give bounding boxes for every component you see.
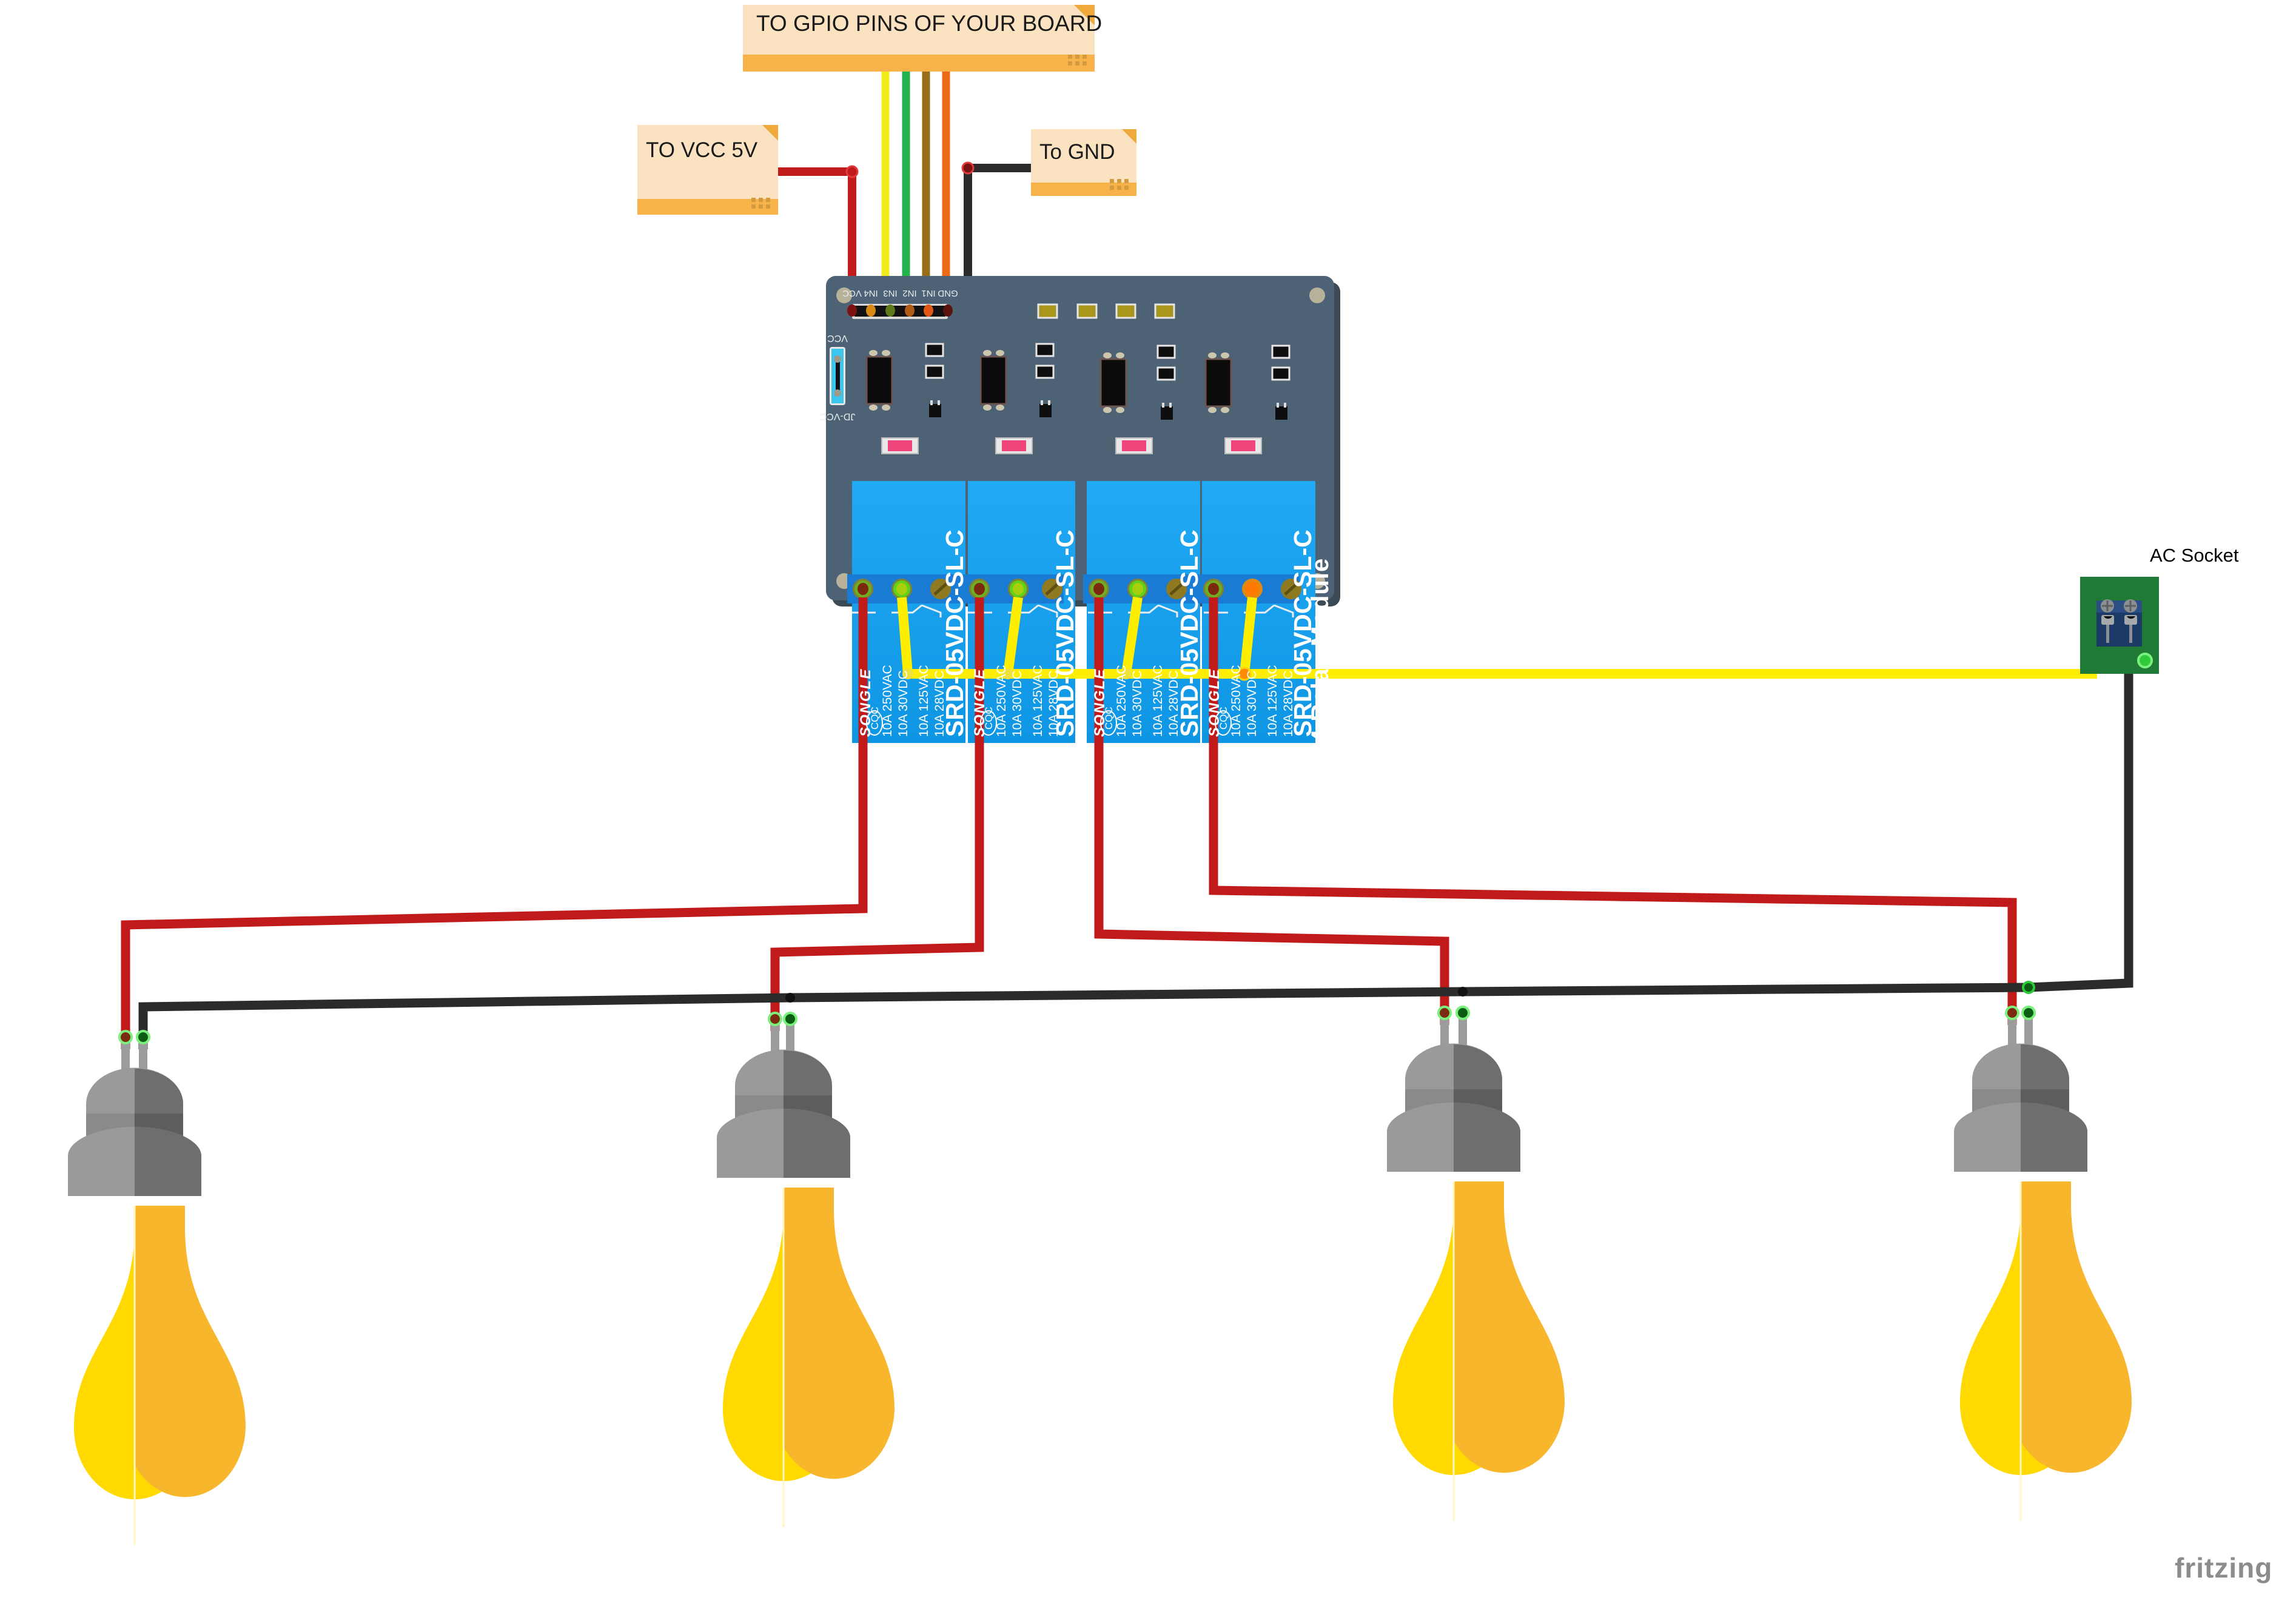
- note-corner-fold: [1122, 129, 1136, 144]
- note-vcc-text: TO VCC 5V: [646, 138, 758, 162]
- svg-text:10A 30VDC: 10A 30VDC: [1245, 670, 1259, 737]
- relay-output-terminals[interactable]: [847, 574, 1301, 603]
- note-gnd[interactable]: To GND: [1031, 129, 1136, 196]
- relay-silkscreen: SONGLE 10A 250VAC 10A 30VDC 10A 125VAC 1…: [858, 529, 1334, 743]
- note-gpio[interactable]: TO GPIO PINS OF YOUR BOARD: [743, 5, 1103, 72]
- note-grip-dots: [1110, 179, 1130, 193]
- black-neutral-bus: [138, 674, 2133, 1049]
- svg-text:4 Relay Module: 4 Relay Module: [1307, 558, 1334, 743]
- svg-text:10A 30VDC: 10A 30VDC: [896, 670, 910, 737]
- svg-text:10A 28VDC: 10A 28VDC: [1167, 670, 1181, 737]
- note-footer: [743, 55, 1095, 72]
- note-grip-dots: [1068, 55, 1089, 69]
- note-vcc[interactable]: TO VCC 5V: [637, 125, 778, 215]
- note-grip-dots: [751, 198, 772, 212]
- bulb-2[interactable]: [717, 1012, 895, 1527]
- svg-text:CQC: CQC: [983, 707, 995, 730]
- svg-text:10A 250VAC: 10A 250VAC: [881, 665, 895, 737]
- svg-text:10A 250VAC: 10A 250VAC: [1115, 665, 1129, 737]
- gnd-wire: [961, 161, 1031, 304]
- svg-text:CQC: CQC: [869, 707, 881, 730]
- vcc-wire: [774, 165, 859, 304]
- svg-text:SRD-05VDC-SL-C: SRD-05VDC-SL-C: [1051, 529, 1079, 737]
- bulb-4[interactable]: [1954, 1006, 2132, 1521]
- svg-text:10A 125VAC: 10A 125VAC: [1266, 665, 1280, 737]
- gpio-ribbon-wires: [881, 72, 950, 304]
- note-gnd-text: To GND: [1039, 140, 1115, 164]
- svg-text:CQC: CQC: [1218, 707, 1229, 730]
- red-common-wires: [121, 597, 2017, 1049]
- svg-text:10A 125VAC: 10A 125VAC: [1151, 665, 1165, 737]
- svg-text:IN2: IN2: [902, 288, 916, 298]
- svg-text:10A 28VDC: 10A 28VDC: [1047, 670, 1061, 737]
- svg-text:SONGLE: SONGLE: [1092, 668, 1108, 737]
- svg-text:10A 125VAC: 10A 125VAC: [1031, 665, 1045, 737]
- svg-text:IN4: IN4: [864, 288, 878, 298]
- svg-text:VCC: VCC: [842, 288, 862, 298]
- note-corner-fold: [762, 125, 778, 141]
- svg-text:SRD-05VDC-SL-C: SRD-05VDC-SL-C: [1175, 529, 1203, 737]
- fritzing-logo: fritzing: [2175, 1552, 2273, 1584]
- bulb-3[interactable]: [1387, 1006, 1565, 1521]
- svg-text:VCC: VCC: [827, 333, 848, 343]
- svg-text:SONGLE: SONGLE: [1206, 668, 1223, 737]
- svg-text:IN3: IN3: [883, 288, 897, 298]
- ac-socket[interactable]: [2072, 577, 2159, 674]
- jdvcc-jumper: VCC JD-VCC: [820, 333, 856, 422]
- ac-socket-label: AC Socket: [2150, 545, 2239, 566]
- svg-text:10A 30VDC: 10A 30VDC: [1130, 670, 1144, 737]
- svg-text:10A 125VAC: 10A 125VAC: [917, 665, 931, 737]
- note-gpio-text: TO GPIO PINS OF YOUR BOARD: [756, 11, 1103, 36]
- svg-text:10A 28VDC: 10A 28VDC: [1281, 670, 1295, 737]
- svg-text:IN1: IN1: [921, 288, 935, 298]
- bulb-1[interactable]: [68, 1030, 246, 1545]
- svg-text:10A 30VDC: 10A 30VDC: [1010, 670, 1024, 737]
- svg-text:CQC: CQC: [1103, 707, 1115, 730]
- svg-text:10A 250VAC: 10A 250VAC: [995, 665, 1009, 737]
- svg-text:SRD-05VDC-SL-C: SRD-05VDC-SL-C: [941, 529, 968, 737]
- note-corner-fold: [1074, 5, 1095, 25]
- svg-text:SONGLE: SONGLE: [972, 668, 988, 737]
- svg-text:GND: GND: [938, 288, 958, 298]
- svg-text:JD-VCC: JD-VCC: [820, 411, 856, 422]
- svg-text:SONGLE: SONGLE: [858, 668, 874, 737]
- svg-text:10A 250VAC: 10A 250VAC: [1229, 665, 1243, 737]
- svg-text:SRD-05VDC-SL-C: SRD-05VDC-SL-C: [1289, 529, 1317, 737]
- svg-text:10A 28VDC: 10A 28VDC: [933, 670, 947, 737]
